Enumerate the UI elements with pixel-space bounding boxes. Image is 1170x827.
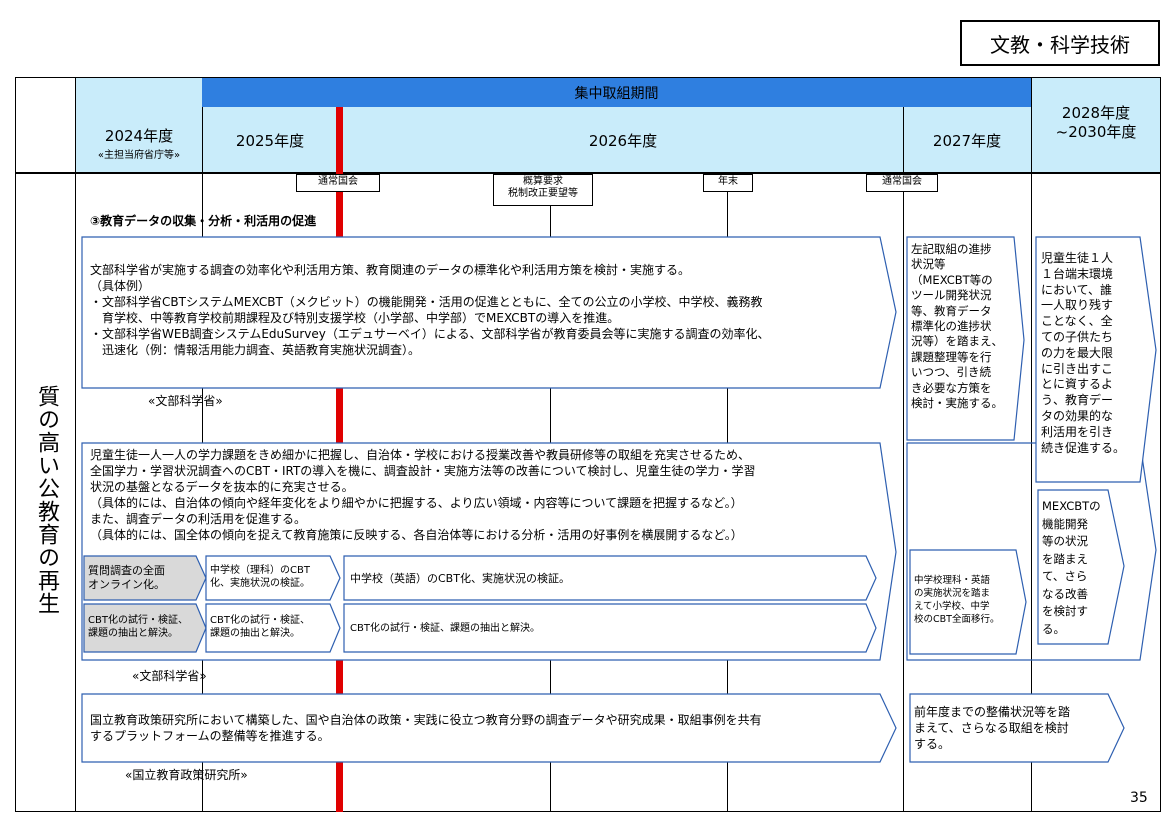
- page-number: 35: [1130, 790, 1148, 806]
- event-text: 通常国会: [318, 176, 358, 187]
- category-text: 文教・科学技術: [990, 32, 1130, 57]
- block2-fy2027-note: 中学校理科・英語 の実施状況を踏ま えて小学校、中学 校のCBT全面移行。: [914, 575, 1000, 625]
- row1-a-text: 質問調査の全面 オンライン化。: [88, 564, 165, 591]
- row1-c-arrow: [343, 555, 877, 601]
- section-title: ③教育データの収集・分析・利活用の促進: [90, 214, 317, 228]
- event-text: 年末: [718, 176, 738, 187]
- row1-a-arrow: [83, 555, 207, 601]
- fy2025-label: 2025年度: [235, 131, 305, 150]
- row2-a-text: CBT化の試行・検証、 課題の抽出と解決。: [88, 615, 188, 639]
- fy2028-note-arrow: [1035, 236, 1157, 483]
- block1-text: 文部科学省が実施する調査の効率化や利活用方策、教育関連のデータの標準化や利活用方…: [90, 263, 770, 357]
- fy2028-header: 2028年度 ~2030年度: [1031, 85, 1161, 161]
- fy2027-header: 2027年度: [903, 115, 1031, 165]
- hdr-divider: [903, 107, 904, 173]
- row2-c-text: CBT化の試行・検証、課題の抽出と解決。: [350, 623, 540, 634]
- fy2028-bottom-note: MEXCBTの 機能開発 等の状況 を踏まえ て、さら なる改善 を検討す る。: [1042, 499, 1101, 636]
- fy2028-label: 2028年度 ~2030年度: [1055, 104, 1137, 141]
- event-budget: 概算要求 税制改正要望等: [493, 174, 593, 206]
- block3-owner: «国立教育政策研究所»: [125, 768, 248, 782]
- block3-fy2027-note: 前年度までの整備状況等を踏 まえて、さらなる取組を検討 する。: [914, 705, 1071, 751]
- header-left-blank: [15, 77, 75, 173]
- fy2026-label: 2026年度: [588, 131, 658, 150]
- focus-period-bar: 集中取組期間: [202, 77, 1031, 107]
- block3-fy2027-arrow: [909, 693, 1125, 763]
- hdr-divider: [75, 77, 76, 173]
- block2-text: 児童生徒一人一人の学力課題をきめ細かに把握し、自治体・学校における授業改善や教員…: [90, 448, 756, 542]
- block3-text: 国立教育政策研究所において構築した、国や自治体の政策・実践に役立つ教育分野の調査…: [90, 713, 762, 743]
- event-ordinary-diet-1: 通常国会: [296, 174, 380, 192]
- fy2027-label: 2027年度: [932, 131, 1002, 150]
- fy2028-top-note: 児童生徒１人 １台端末環境 において、誰 一人取り残す ことなく、全 ての子供た…: [1041, 251, 1126, 455]
- grid-line: [1031, 173, 1032, 812]
- hdr-divider: [202, 107, 203, 173]
- fy2024-label: 2024年度: [104, 127, 174, 145]
- fy2024-sub: «主担当府省庁等»: [97, 150, 181, 161]
- focus-period-label: 集中取組期間: [574, 85, 659, 102]
- row1-b-arrow: [205, 555, 341, 601]
- row2-b-arrow: [205, 603, 341, 653]
- row2-a-arrow: [83, 603, 207, 653]
- fy2028-mexcbt-arrow: [1037, 489, 1125, 645]
- fy2027-note-arrow: [906, 236, 1025, 441]
- category-tag: 文教・科学技術: [960, 20, 1160, 66]
- hdr-divider: [1031, 77, 1032, 173]
- event-text: 概算要求 税制改正要望等: [508, 176, 578, 199]
- row2-c-arrow: [343, 603, 877, 653]
- row1-b-text: 中学校（理科）のCBT 化、実施状況の検証。: [210, 565, 310, 589]
- grid-line: [903, 173, 904, 812]
- block1-arrow: [81, 236, 897, 389]
- fy2027-top-note: 左記取組の進捗 状況等 （MEXCBT等の ツール開発状況 等、教育データ 標準…: [911, 242, 1003, 411]
- event-year-end: 年末: [703, 174, 753, 192]
- row1-c-text: 中学校（英語）のCBT化、実施状況の検証。: [350, 572, 570, 585]
- event-ordinary-diet-2: 通常国会: [866, 174, 938, 192]
- fy2024-header: 2024年度 «主担当府省庁等»: [76, 115, 202, 171]
- fy2025-header: 2025年度: [203, 115, 337, 165]
- body-frame: [15, 173, 1161, 812]
- block1-owner: «文部科学省»: [148, 394, 223, 408]
- body-divider: [75, 173, 76, 812]
- left-label: 質の高い公教育の再生: [30, 385, 62, 615]
- row2-b-text: CBT化の試行・検証、 課題の抽出と解決。: [210, 615, 310, 639]
- fy2026-header: 2026年度: [343, 115, 903, 165]
- fy2027-block2-arrow: [909, 549, 1027, 655]
- block2-owner: «文部科学省»: [132, 669, 207, 683]
- left-label-text: 質の高い公教育の再生: [34, 385, 59, 615]
- block3-arrow: [81, 693, 897, 763]
- event-text: 通常国会: [882, 176, 922, 187]
